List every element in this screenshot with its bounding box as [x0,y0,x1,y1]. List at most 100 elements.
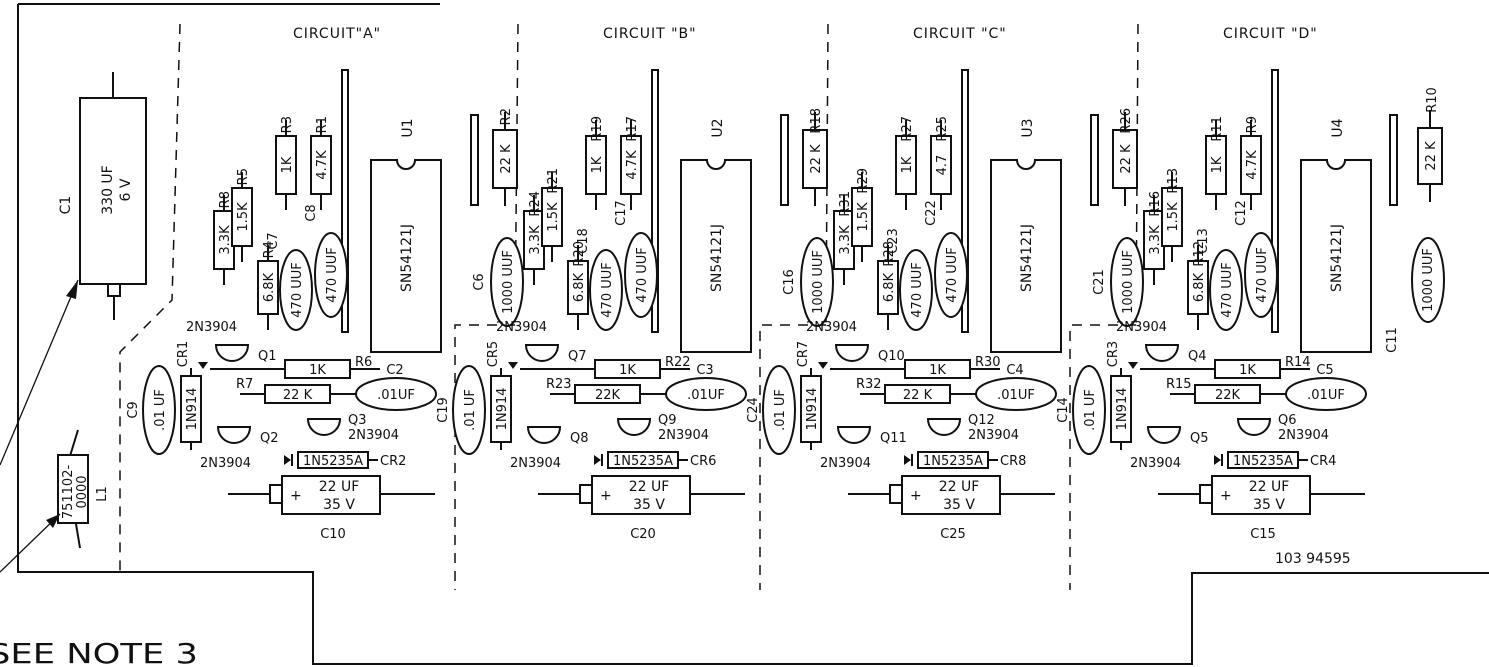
jumper-bar [1271,69,1279,333]
capacitor-electrolytic-ref: C10 [320,527,346,542]
resistor-pull: 22 KR2 [492,108,518,206]
transistor-bottom-right-ref: Q3 [348,413,367,428]
diode-zener-part: 1N5235A [923,454,983,469]
capacitor-470-a-value: 470 UUF [600,262,615,317]
capacitor-electrolytic-ref: C20 [630,527,656,542]
capacitor-side-value: .01 UF [773,389,788,431]
capacitor-001uf-ref: C4 [1006,363,1023,378]
jumper-bar [961,69,969,333]
capacitor-big-value: 1000 UUF [811,250,826,314]
capacitor-001uf-ref: C3 [696,363,713,378]
circuit-a: CIRCUIT"A"SN54121JU13.3KR81.5KR51KR34.7K… [126,26,442,542]
resistor-1k5-ref: R5 [236,168,251,185]
transistor-bottom-right-ref: Q6 [1278,413,1297,428]
transistor-bottom-right-part: 2N3904 [968,428,1019,443]
resistor-pull-ref: R18 [809,108,824,134]
ic-part: SN54121J [1019,224,1035,292]
capacitor-electrolytic-value: 22 UF [1249,479,1290,495]
diode-1n914-ref: CR1 [176,341,191,367]
ic-part: SN54121J [1329,224,1345,292]
resistor-4k7-ref: R25 [935,116,950,142]
resistor-3k3-ref: R16 [1148,191,1163,217]
transistor-top-part: 2N3904 [496,320,547,335]
resistor-4k7-value: 4.7K [1245,150,1260,180]
resistor-4k7-ref: R17 [625,116,640,142]
plus-sign: + [910,488,922,504]
capacitor-001uf-ref: C2 [386,363,403,378]
resistor-22k-horizontal-ref: R7 [236,377,253,392]
transistor-bottom-left-ref: Q8 [570,431,589,446]
transistor-bottom-left: Q5 2N3904 [1130,426,1209,471]
capacitor-electrolytic-ref: C25 [940,527,966,542]
transistor-bottom-right-part: 2N3904 [658,428,709,443]
capacitor-electrolytic-ref: C15 [1250,527,1276,542]
resistor-3k3-ref: R24 [528,191,543,217]
c11-value: 1000 UUF [1421,248,1436,312]
c11-ref: C11 [1385,327,1400,353]
transistor-bottom-left-part: 2N3904 [510,456,561,471]
resistor-1k-value: 1K [280,156,295,173]
transistor-top-ref: Q1 [258,349,277,364]
diode-zener-ref: CR2 [380,454,406,469]
circuit-d-title: CIRCUIT "D" [1223,26,1318,42]
capacitor-001uf-value: .01UF [1307,388,1345,403]
diode-1n914-part: 1N914 [1115,388,1130,431]
capacitor-470-b-ref: C17 [614,200,629,226]
circuit-a-title: CIRCUIT"A" [293,26,381,42]
capacitor-470-b: 470 UUF C17 [614,200,658,318]
transistor-bottom-left-part: 2N3904 [1130,456,1181,471]
c1-voltage: 6 V [118,178,134,201]
capacitor-470-b-value: 470 UUF [635,247,650,302]
capacitor-001uf-ref: C5 [1316,363,1333,378]
capacitor-470-b-value: 470 UUF [1255,247,1270,302]
jumper-bar [780,114,789,206]
resistor-6k8-ref: R20 [572,241,587,267]
board-outline [17,3,1489,665]
transistor-bottom-left: Q8 2N3904 [510,426,589,471]
capacitor-big-value: 1000 UUF [1121,250,1136,314]
ic-part: SN54121J [399,224,415,292]
l1-ref: L1 [95,486,110,502]
diode-zener-part: 1N5235A [1233,454,1293,469]
capacitor-electrolytic-voltage: 35 V [633,497,665,513]
resistor-4k7-value: 4.7K [625,150,640,180]
capacitor-side-ref: C14 [1056,397,1071,423]
resistor-22k-horizontal-ref: R15 [1166,377,1192,392]
resistor-1k5-ref: R13 [1166,168,1181,194]
capacitor-470-a-ref: C18 [576,228,591,254]
transistor-top-ref: Q4 [1188,349,1207,364]
capacitor-470-a-value: 470 UUF [290,262,305,317]
transistor-bottom-left-ref: Q5 [1190,431,1209,446]
capacitor-side-value: .01 UF [1083,389,1098,431]
capacitor-001uf-value: .01UF [687,388,725,403]
capacitor-001uf-value: .01UF [997,388,1035,403]
ic-part: SN54121J [709,224,725,292]
capacitor-electrolytic-voltage: 35 V [323,497,355,513]
resistor-1k-value: 1K [900,156,915,173]
